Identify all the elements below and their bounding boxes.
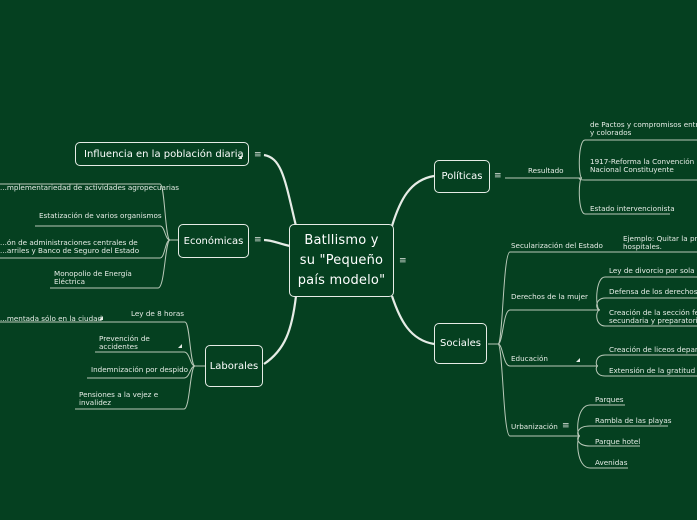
leaf-parques[interactable]: Parques — [595, 395, 624, 404]
collapse-corner-icon[interactable] — [238, 155, 242, 159]
topic-sociales-label: Sociales — [439, 338, 481, 349]
leaf-monopolio-2[interactable]: Eléctrica — [54, 277, 86, 286]
leaf-aplicada-ciudad[interactable]: ...mentada sólo en la ciudad — [0, 314, 103, 323]
leaf-monopolio-1[interactable]: Monopolio de Energía — [54, 269, 132, 278]
leaf-educacion[interactable]: Educación — [511, 354, 548, 363]
leaf-pactos-2[interactable]: y colorados — [590, 128, 632, 137]
leaf-pensiones-1[interactable]: Pensiones a la vejez e — [79, 390, 159, 399]
leaf-liceos[interactable]: Creación de liceos departar... — [609, 345, 697, 354]
collapse-corner-icon[interactable] — [178, 344, 182, 348]
root-menu-icon[interactable]: ≡ — [399, 256, 407, 266]
leaf-resultado[interactable]: Resultado — [528, 166, 564, 175]
topic-politicas-label: Políticas — [441, 171, 483, 182]
leaf-avenidas[interactable]: Avenidas — [595, 458, 628, 467]
collapse-corner-icon[interactable] — [576, 358, 580, 362]
leaf-seccion-femenina-1[interactable]: Creación de la sección feme... — [609, 308, 697, 317]
economicas-menu-icon[interactable]: ≡ — [254, 235, 262, 245]
leaf-pensiones-2[interactable]: invalidez — [79, 398, 111, 407]
topic-economicas-label: Económicas — [183, 235, 244, 247]
leaf-prevencion-2[interactable]: accidentes — [99, 342, 138, 351]
leaf-reforma-1[interactable]: 1917-Reforma la Convención — [590, 157, 695, 166]
leaf-seccion-femenina-2[interactable]: secundaria y preparatoria — [609, 316, 697, 325]
politicas-menu-icon[interactable]: ≡ — [494, 171, 502, 181]
leaf-secularizacion[interactable]: Secularización del Estado — [511, 241, 603, 250]
leaf-ejemplo-2[interactable]: hospitales. — [623, 242, 662, 251]
leaf-administraciones-1[interactable]: ...ón de administraciones centrales de — [0, 238, 138, 247]
collapse-corner-icon[interactable] — [99, 316, 103, 320]
topic-economicas[interactable]: Económicas — [178, 224, 249, 258]
influencia-menu-icon[interactable]: ≡ — [254, 150, 262, 160]
root-title-line3: país modelo" — [297, 272, 386, 288]
root-title-line2: su "Pequeño — [299, 252, 384, 268]
leaf-ejemplo-1[interactable]: Ejemplo: Quitar la pre... — [623, 234, 697, 243]
topic-sociales[interactable]: Sociales — [434, 323, 487, 364]
leaf-complementariedad[interactable]: ...mplementariedad de actividades agrope… — [0, 183, 180, 192]
leaf-urbanizacion[interactable]: Urbanización — [511, 422, 558, 431]
leaf-estatizacion[interactable]: Estatización de varios organismos — [39, 211, 162, 220]
leaf-administraciones-2[interactable]: ...arriles y Banco de Seguro del Estado — [0, 246, 140, 255]
leaf-divorcio[interactable]: Ley de divorcio por sola vo... — [609, 266, 697, 275]
link-root-economicas — [263, 238, 291, 248]
leaf-indemnizacion[interactable]: Indemnización por despido — [91, 365, 189, 374]
link-root-laborales — [263, 295, 298, 365]
link-root-politicas — [390, 174, 435, 227]
topic-laborales-label: Laborales — [209, 360, 259, 372]
link-root-sociales — [390, 295, 435, 346]
leaf-derechos-mujer[interactable]: Derechos de la mujer — [511, 292, 588, 301]
leaf-parque-hotel[interactable]: Parque hotel — [595, 437, 641, 446]
root-node[interactable]: Batllismo y su "Pequeño país modelo" — [289, 224, 394, 297]
leaf-ley-8-horas[interactable]: Ley de 8 horas — [131, 309, 185, 318]
topic-influencia-label: Influencia en la población diaria — [84, 148, 244, 160]
root-title-line1: Batllismo y — [304, 232, 379, 248]
leaf-gratitud[interactable]: Extensión de la gratitud de... — [609, 366, 697, 375]
leaf-prevencion-1[interactable]: Prevención de — [99, 334, 150, 343]
topic-politicas[interactable]: Políticas — [434, 160, 490, 193]
urbanizacion-menu-icon[interactable]: ≡ — [562, 421, 570, 431]
leaf-rambla[interactable]: Rambla de las playas — [595, 416, 672, 425]
link-root-influencia — [263, 153, 298, 227]
topic-laborales[interactable]: Laborales — [205, 345, 263, 387]
leaf-pactos-1[interactable]: de Pactos y compromisos entre l... — [590, 120, 697, 129]
leaf-estado-intervencionista[interactable]: Estado intervencionista — [590, 204, 675, 213]
leaf-defensa-derechos[interactable]: Defensa de los derechos na... — [609, 287, 697, 296]
topic-influencia[interactable]: Influencia en la población diaria — [75, 142, 249, 166]
leaf-reforma-2[interactable]: Nacional Constituyente — [590, 165, 674, 174]
